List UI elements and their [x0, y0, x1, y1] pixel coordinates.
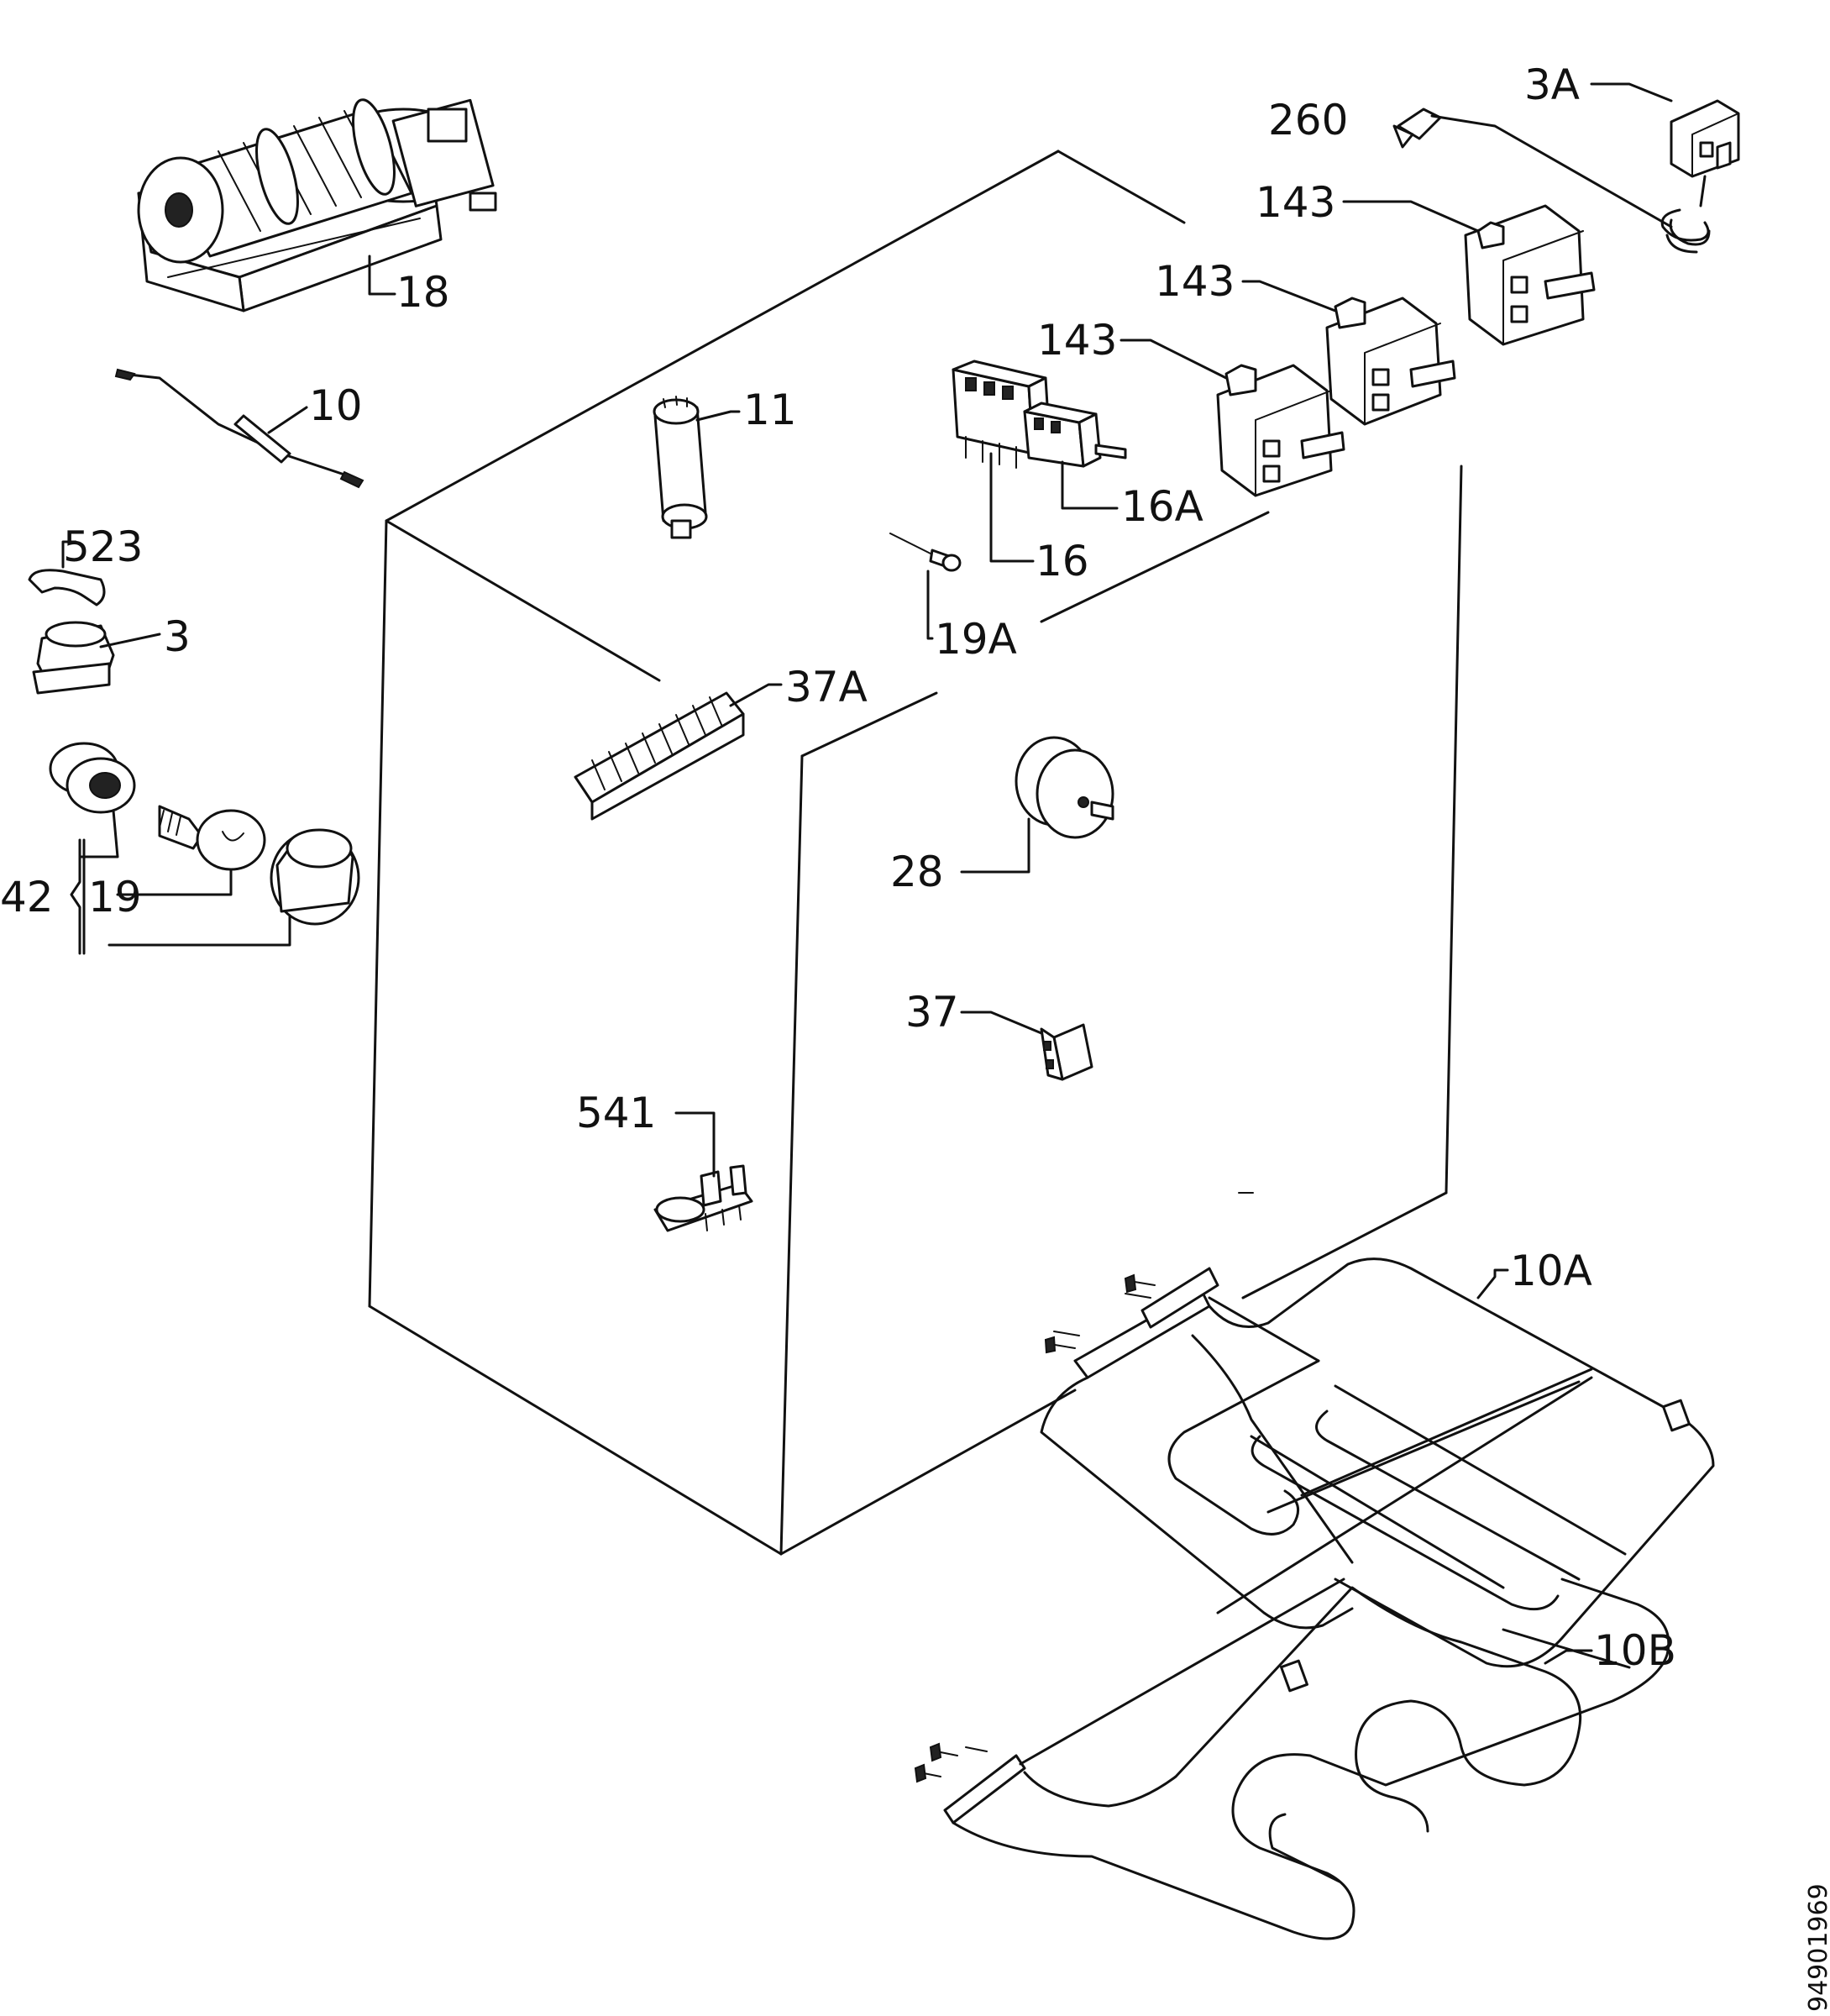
label-143-b: 143 — [1155, 257, 1235, 306]
label-37: 37 — [905, 988, 959, 1037]
label-143-c: 143 — [1037, 316, 1117, 365]
label-523: 523 — [63, 522, 143, 571]
fan-motor-part-18 — [137, 98, 497, 312]
capacitor-part-11 — [653, 396, 741, 539]
label-10A: 10A — [1510, 1247, 1592, 1295]
label-260: 260 — [1268, 96, 1348, 144]
grill-element-part-10A — [1040, 1257, 1715, 1693]
door-switch-part-541 — [653, 1111, 753, 1232]
terminal-part-37 — [960, 1011, 1093, 1081]
energy-regulator-part-143-a — [1342, 200, 1596, 346]
label-19A: 19A — [935, 615, 1017, 664]
label-3: 3 — [164, 612, 191, 661]
label-10: 10 — [309, 381, 363, 430]
label-16A: 16A — [1121, 482, 1203, 531]
document-number: 94901969 — [1804, 1883, 1830, 2012]
terminal-block-part-37A — [574, 683, 783, 821]
label-10B: 10B — [1594, 1626, 1676, 1675]
thermostat-part-3 — [32, 621, 161, 695]
clip-part-523 — [28, 540, 106, 606]
brace-42-19 — [70, 838, 86, 955]
switch-part-16 — [952, 360, 1051, 563]
energy-regulator-part-143-c — [1119, 339, 1345, 497]
pilot-lamp-part-19A — [889, 533, 962, 640]
switch-part-16A — [1023, 402, 1127, 510]
label-143-a: 143 — [1256, 178, 1335, 227]
label-16: 16 — [1036, 537, 1089, 585]
lamp-cover-part — [107, 828, 360, 947]
selector-switch-part-28 — [960, 736, 1114, 874]
label-28: 28 — [890, 848, 944, 896]
label-3A: 3A — [1524, 60, 1580, 109]
sensor-wire-part-10 — [114, 368, 364, 489]
lamp-holder-part — [49, 742, 136, 858]
label-541: 541 — [576, 1089, 656, 1137]
label-42: 42 — [0, 873, 54, 921]
oven-cabinet — [368, 150, 1463, 1556]
label-11: 11 — [743, 386, 797, 434]
bottom-element-part-10B — [914, 1578, 1670, 1940]
thermostat-part-3A — [1590, 82, 1740, 254]
label-37A: 37A — [785, 663, 868, 711]
label-18: 18 — [396, 268, 450, 317]
energy-regulator-part-143-b — [1241, 280, 1456, 426]
label-19: 19 — [88, 873, 142, 921]
temperature-probe-part-260 — [1392, 108, 1673, 228]
lamp-bulb-part-19 — [116, 805, 266, 896]
